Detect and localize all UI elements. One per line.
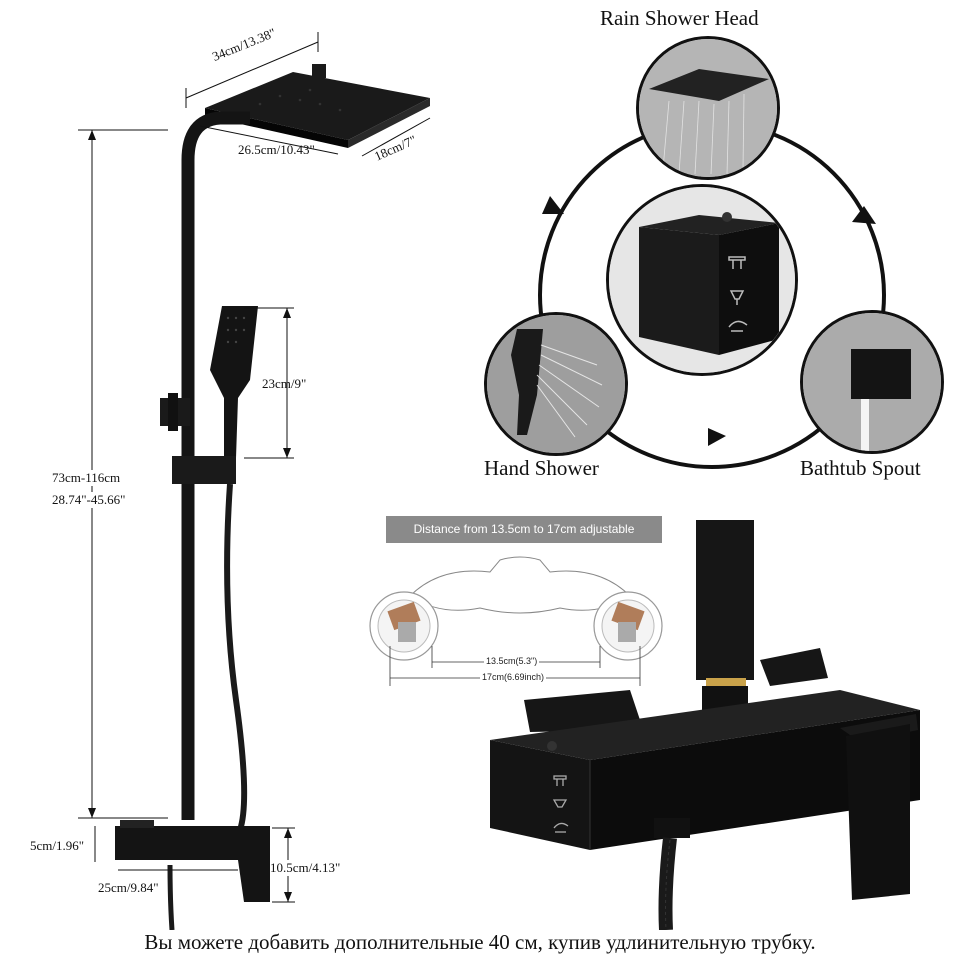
label-rain-shower-head: Rain Shower Head <box>600 6 759 30</box>
dim-valve-height: 5cm/1.96" <box>30 838 85 853</box>
cycle-arrow-bottom <box>708 428 726 446</box>
footer-note: Вы можете добавить дополнительные 40 см,… <box>144 930 816 954</box>
shower-system-illustration <box>78 32 431 930</box>
dim-valve-length: 25cm/9.84" <box>98 880 159 895</box>
mode-valve-photo <box>606 184 798 376</box>
label-hand-shower: Hand Shower <box>484 456 599 480</box>
adjust-min-distance: 13.5cm(5.3") <box>484 656 540 666</box>
dim-hand-shower: 23cm/9" <box>262 376 307 391</box>
mode-spout-photo <box>800 310 944 454</box>
mode-hand-photo <box>484 312 628 456</box>
adjustable-connector-diagram <box>369 556 663 686</box>
adjust-banner: Distance from 13.5cm to 17cm adjustable <box>386 516 662 543</box>
valve-closeup-illustration <box>490 520 920 930</box>
cycle-arrow-right <box>852 206 876 224</box>
cycle-arrow-left <box>542 196 564 214</box>
mode-rain-photo <box>636 36 780 180</box>
dim-height-cm: 73cm-116cm <box>52 470 121 486</box>
adjust-max-distance: 17cm(6.69inch) <box>480 672 547 682</box>
dim-head-inner: 26.5cm/10.43" <box>238 142 315 157</box>
dim-spout-height: 10.5cm/4.13" <box>270 860 341 876</box>
label-bathtub-spout: Bathtub Spout <box>800 456 921 480</box>
dim-height-in: 28.74"-45.66" <box>52 492 126 508</box>
